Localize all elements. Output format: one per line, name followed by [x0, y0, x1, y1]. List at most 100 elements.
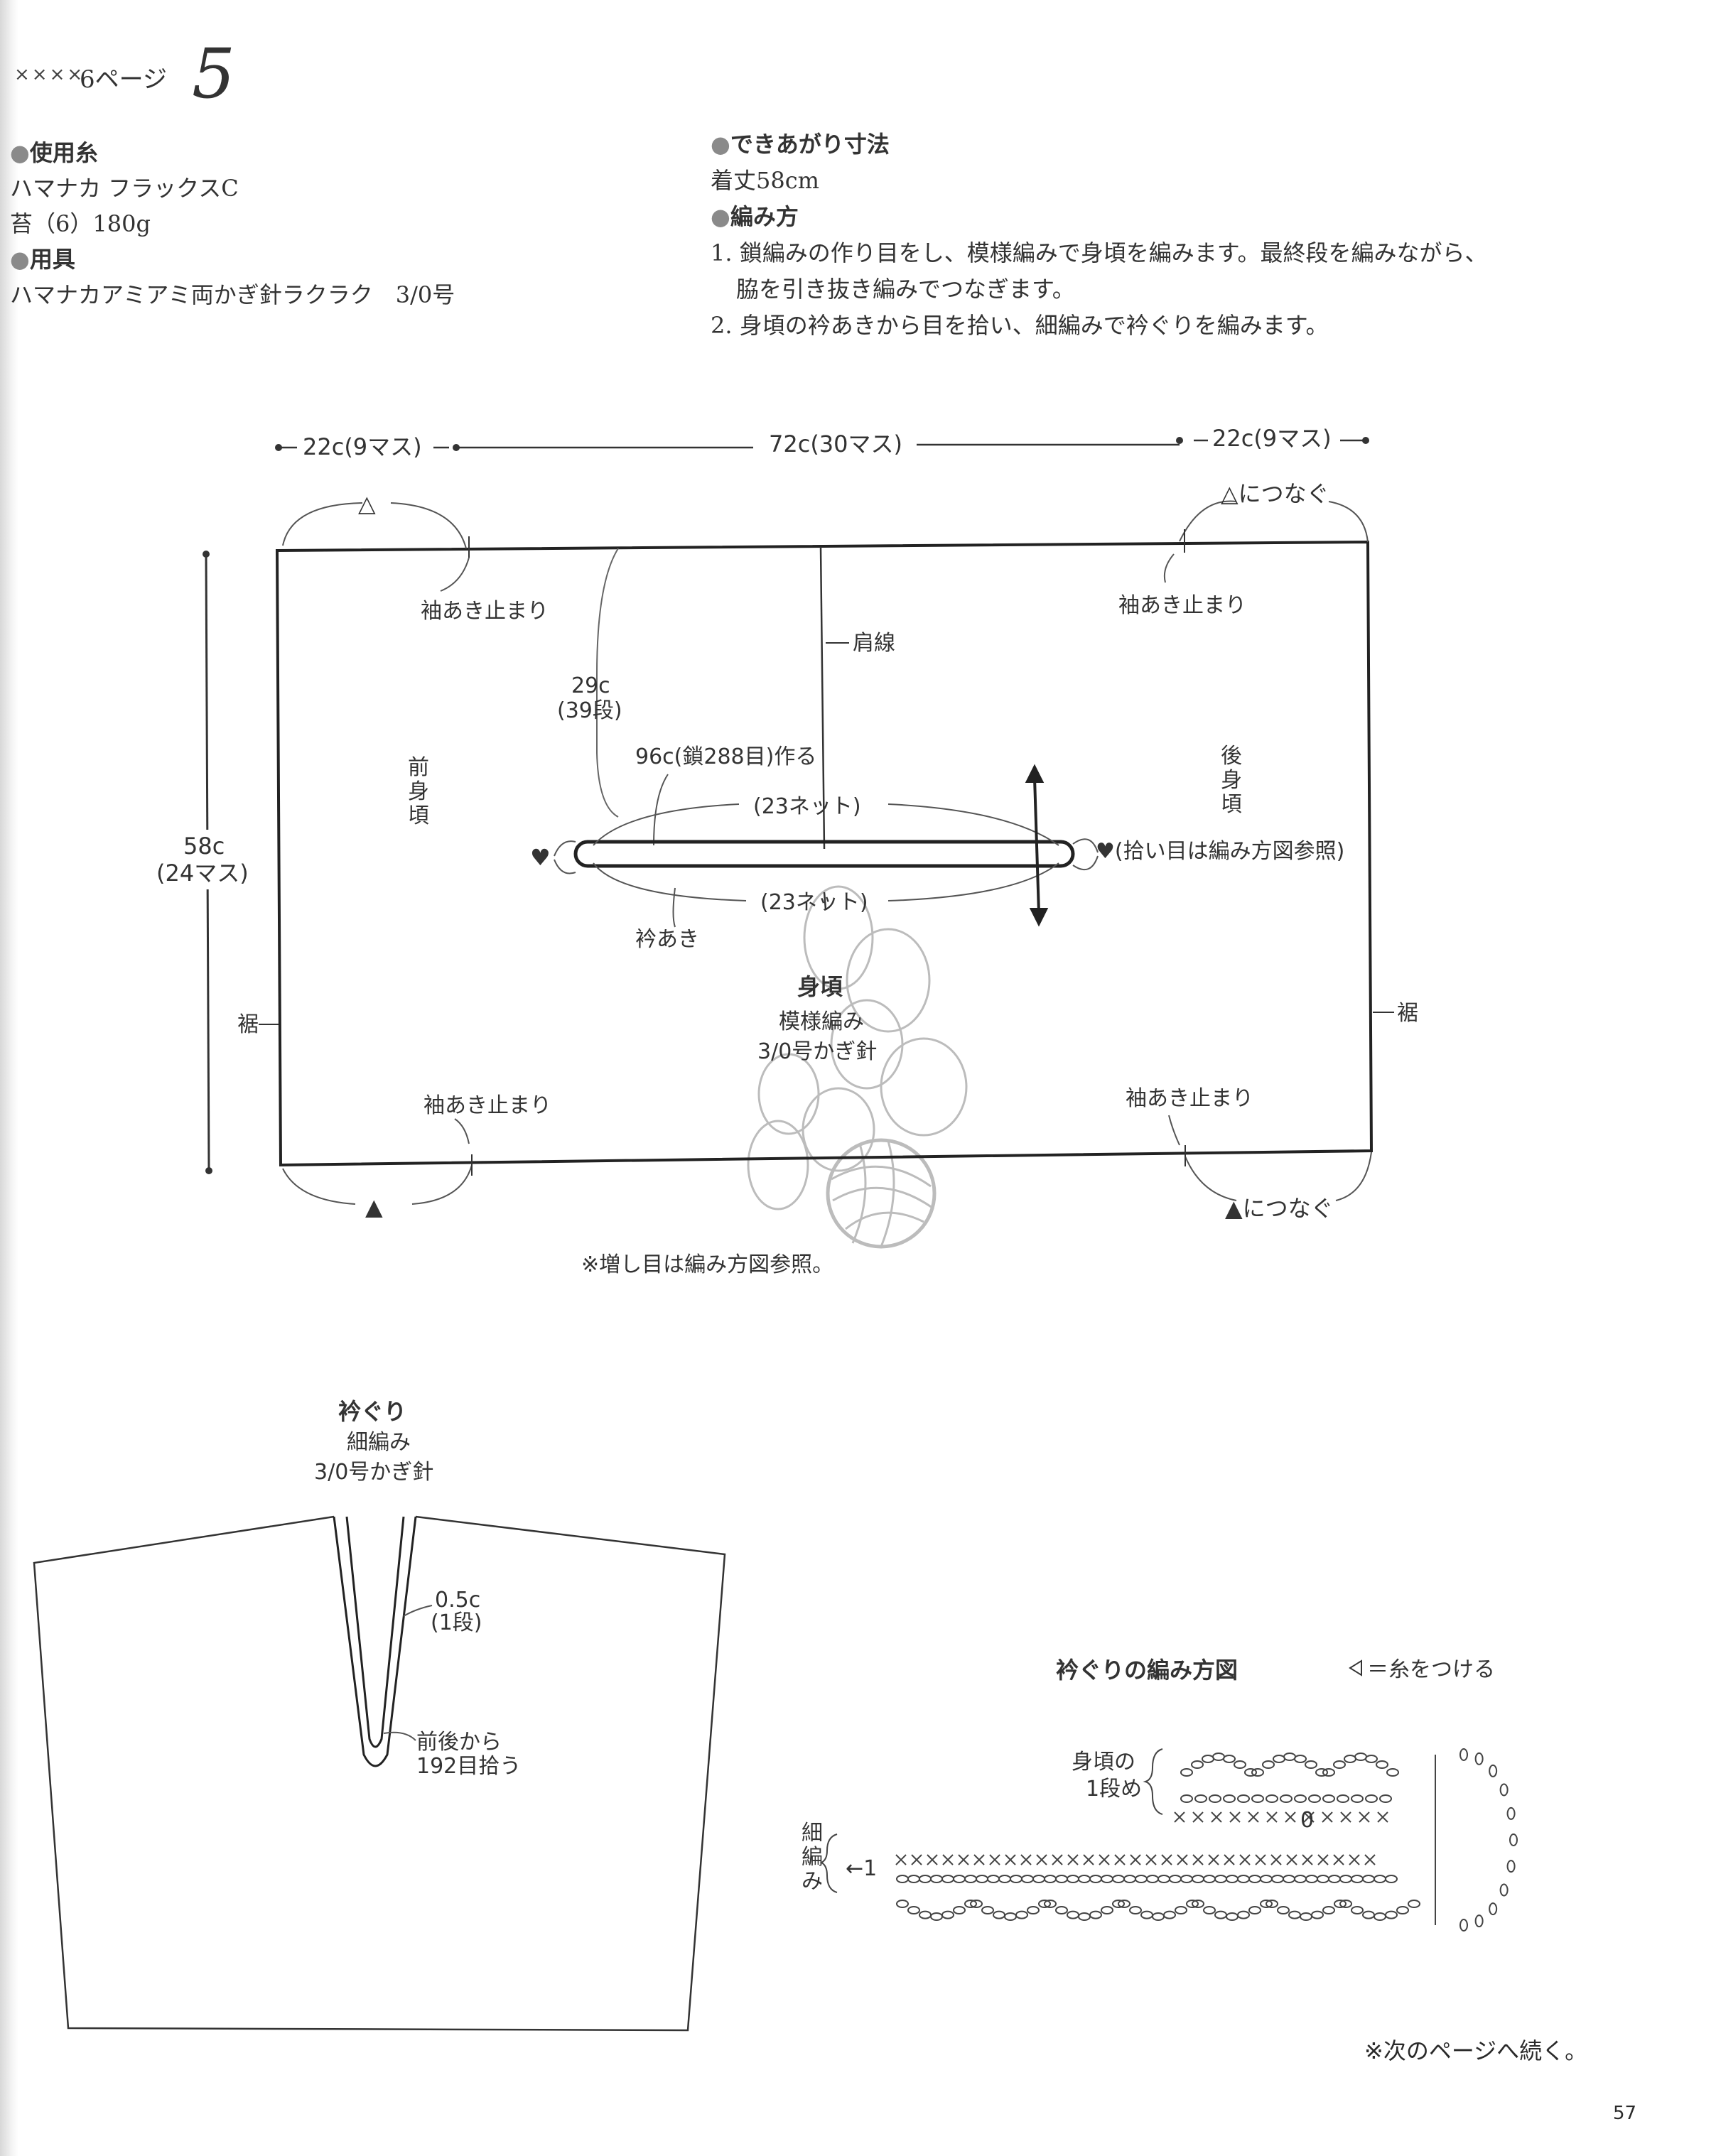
side-height-cm: 58c [183, 833, 225, 860]
body-hook: 3/0号かぎ針 [757, 1039, 877, 1064]
chain-stitch-icon [1459, 1919, 1468, 1932]
bullet-icon: ● [711, 131, 730, 158]
tools-heading: 用具 [29, 246, 75, 273]
collar-v-outer [333, 1516, 417, 1767]
pattern-number: 5 [192, 34, 236, 114]
collar-hook: 3/0号かぎ針 [314, 1460, 433, 1485]
chain-stitch-icon [1266, 1900, 1278, 1908]
chain-stitch-icon [1294, 1754, 1307, 1763]
single-crochet-icon [1248, 1811, 1259, 1823]
leader [1168, 1115, 1180, 1146]
arc-left-top-b [390, 502, 467, 549]
leader [1163, 553, 1175, 583]
label-mask [152, 830, 259, 889]
single-crochet-icon [1229, 1811, 1241, 1823]
chain-stitch-icon [919, 1910, 932, 1919]
vertical-arrow [1025, 764, 1049, 927]
triangle-filled: ▲ [365, 1193, 383, 1220]
leader [383, 1731, 416, 1741]
single-crochet-icon [1285, 1811, 1296, 1823]
single-crochet-icon [958, 1854, 969, 1865]
chain-stitch-icon [1186, 1900, 1199, 1908]
chain-stitch-icon [1251, 1768, 1264, 1777]
step-1-line-2: 脇を引き抜き編みでつなぎます。 [736, 276, 1075, 303]
net-arc-top-b [887, 803, 1059, 846]
hem-right: 裾 [1397, 1001, 1418, 1026]
chain-stitch-icon [1280, 1794, 1293, 1803]
height-cm: 29c [571, 673, 610, 698]
single-crochet-icon [1364, 1854, 1376, 1865]
chain-stitch-icon [1044, 1875, 1057, 1883]
arc-left-bottom-b [411, 1164, 473, 1205]
chain-stitch-icon [919, 1875, 932, 1883]
heart-note: ♥(拾い目は編み方図参照) [1096, 839, 1344, 864]
collar-width-cm: 0.5c [435, 1588, 480, 1613]
chain-stitch-icon [1288, 1910, 1301, 1919]
single-crochet-icon [1052, 1854, 1063, 1865]
chain-stitch-icon [964, 1875, 977, 1883]
chain-stitch-icon [1214, 1875, 1227, 1883]
chain-stitch-icon [1163, 1910, 1176, 1919]
single-crochet-icon [1020, 1854, 1032, 1865]
arc-left-bottom-a [282, 1168, 356, 1205]
chain-stitch-icon [1374, 1912, 1386, 1921]
triangle-open: △ [358, 490, 376, 517]
chain-stitch-icon [1209, 1794, 1221, 1803]
bullet-icon: ● [10, 139, 30, 166]
chain-stitch-icon [1123, 1875, 1136, 1883]
chain-stitch-icon [1089, 1875, 1102, 1883]
collar-pickup-1: 前後から [416, 1730, 502, 1755]
chain-stitch-icon [1396, 1906, 1409, 1914]
front-body-label: 前 身 頃 [408, 755, 436, 828]
chain-stitch-icon [953, 1906, 966, 1914]
single-crochet-icon [1192, 1854, 1204, 1865]
chain-stitch-icon [1337, 1794, 1349, 1803]
chain-stitch-icon [1237, 1875, 1250, 1883]
heart-arc-left [554, 840, 576, 874]
net-arc-bottom-b [887, 862, 1059, 901]
chain-cast-label: 96c(鎖288目)作る [635, 744, 816, 769]
leader [440, 557, 470, 592]
single-crochet-icon [1317, 1854, 1329, 1865]
method-heading: 編み方 [730, 203, 799, 230]
chain-stitch-icon [1506, 1806, 1516, 1820]
chart-row-label-2: 1段め [1086, 1777, 1142, 1802]
back-body-label: 後 身 頃 [1221, 744, 1249, 817]
single-crochet-icon [989, 1854, 1000, 1865]
single-crochet-icon [927, 1854, 938, 1865]
chain-stitch-icon [930, 1912, 943, 1921]
leader [454, 1118, 470, 1144]
chain-stitch-icon [993, 1910, 1005, 1919]
chain-stitch-icon [1248, 1906, 1261, 1914]
yarn-name: ハマナカ フラックスC [10, 175, 239, 202]
chain-stitch-icon [1237, 1794, 1250, 1803]
chain-stitch-icon [1202, 1754, 1214, 1763]
chain-stitch-icon [1351, 1875, 1364, 1883]
chain-stitch-icon [1223, 1794, 1236, 1803]
chart-row-label-1: 身頃の [1072, 1750, 1135, 1775]
chain-stitch-icon [1351, 1906, 1364, 1914]
sleeve-stop-bottom-left: 袖あき止まり [423, 1093, 551, 1118]
collar-title: 衿ぐり [338, 1398, 406, 1425]
chain-stitch-icon [1333, 1760, 1346, 1769]
chart-title: 衿ぐりの編み方図 [1056, 1657, 1238, 1684]
chain-stitch-icon [953, 1875, 966, 1883]
sleeve-stop-top-left: 袖あき止まり [421, 599, 549, 624]
attach-yarn-icon [1349, 1659, 1362, 1676]
chain-stitch-icon [1180, 1794, 1193, 1803]
continued-note: ※次のページへ続く。 [1364, 2037, 1588, 2064]
shoulder-center-line-lower [823, 892, 827, 910]
body-outline [275, 540, 1374, 1167]
triangle-open-join: △につなぐ [1221, 480, 1329, 507]
chain-stitch-icon [981, 1906, 994, 1914]
dimension-points [275, 437, 1369, 451]
single-crochet-icon [1333, 1854, 1344, 1865]
chain-stitch-icon [1385, 1910, 1398, 1919]
chain-stitch-icon [1379, 1794, 1392, 1803]
chain-stitch-icon [1078, 1875, 1091, 1883]
chain-stitch-icon [1311, 1910, 1324, 1919]
chain-stitch-icon [1489, 1764, 1498, 1777]
single-crochet-icon [1099, 1854, 1110, 1865]
single-crochet-icon [1130, 1854, 1141, 1865]
